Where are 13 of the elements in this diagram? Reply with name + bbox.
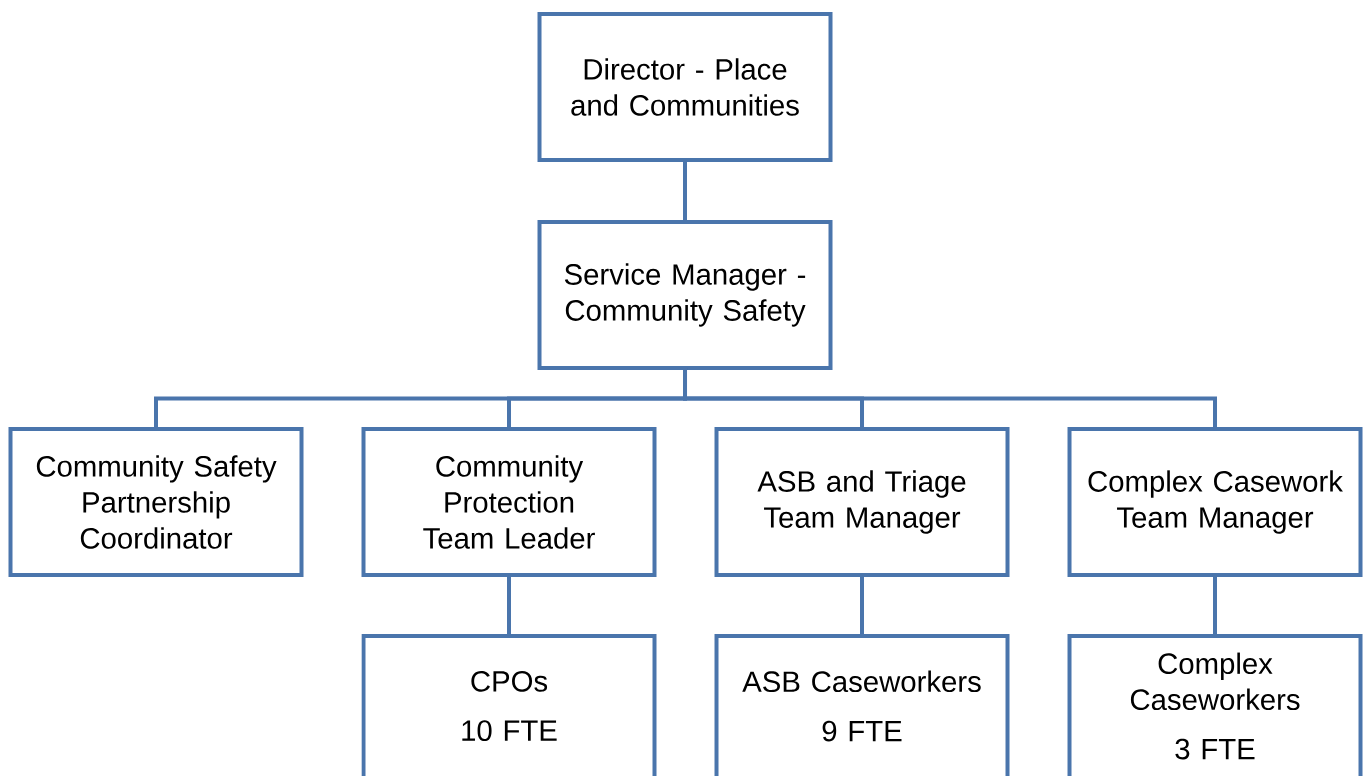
connector-line xyxy=(1213,575,1217,636)
org-box: Community Protection Team Leader xyxy=(361,427,657,577)
org-box: ASB and Triage Team Manager xyxy=(714,427,1010,577)
org-box: Service Manager - Community Safety xyxy=(537,220,833,370)
org-box: Complex Caseworkers 3 FTE xyxy=(1067,634,1363,776)
org-box: CPOs 10 FTE xyxy=(361,634,657,776)
org-box: ASB Caseworkers 9 FTE xyxy=(714,634,1010,776)
connector-line xyxy=(860,575,864,636)
org-box: Director - Place and Communities xyxy=(537,12,833,162)
connector-line xyxy=(507,575,511,636)
org-box: Community Safety Partnership Coordinator xyxy=(8,427,304,577)
org-box: Complex Casework Team Manager xyxy=(1067,427,1363,577)
connector-line xyxy=(683,160,687,222)
